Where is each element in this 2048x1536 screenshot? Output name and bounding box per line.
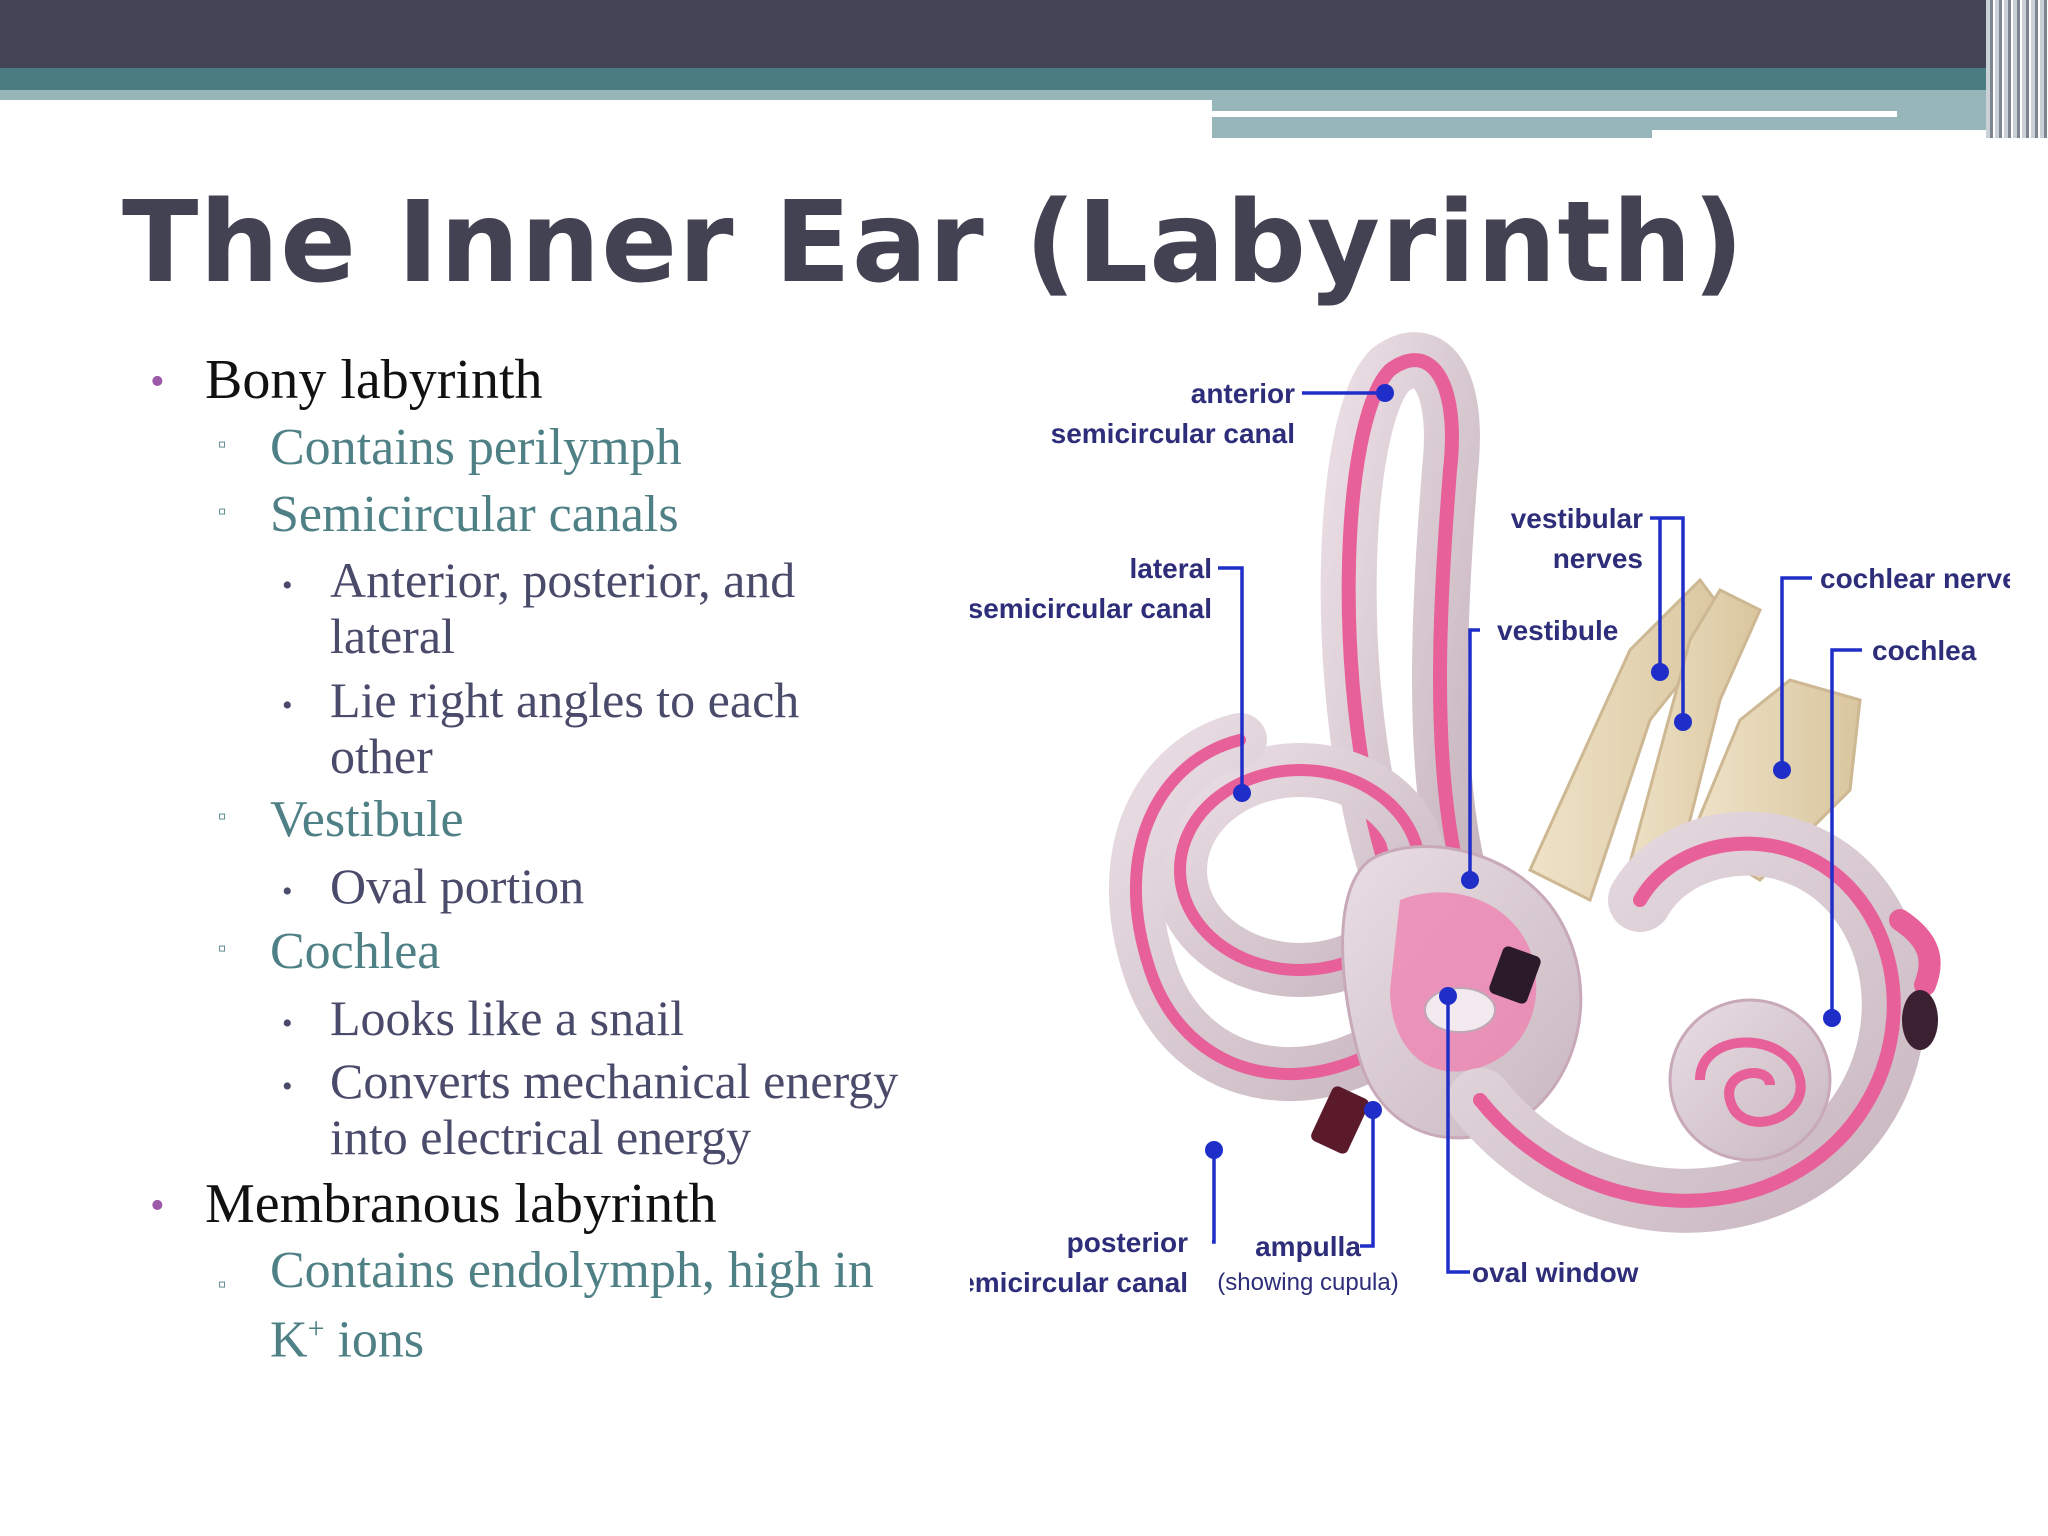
bullet-text: Membranous labyrinth [205, 1173, 717, 1235]
bullet-dot-icon: • [150, 359, 165, 405]
small-bullet-icon: • [282, 1007, 293, 1040]
label-posterior: posterior [1067, 1227, 1188, 1258]
bullet-bony-labyrinth: • Bony labyrinth [150, 348, 543, 412]
bullet-text: Converts mechanical energy [330, 1053, 899, 1109]
bullet-text-continuation: other [330, 728, 433, 784]
vestibule-shape [1311, 845, 1583, 1154]
bullet-text: Contains endolymph, high in [270, 1242, 874, 1299]
sub-sub-bullet-right-angles: • Lie right angles to each other [282, 672, 800, 784]
header-accent-line-2 [1652, 130, 2006, 138]
posterior-canal-shape [1109, 713, 1457, 1101]
square-bullet-icon: ▫ [218, 936, 227, 962]
header-stripes [1986, 0, 2048, 138]
header-bar-teal [0, 68, 2048, 90]
square-bullet-icon: ▫ [218, 804, 227, 830]
label-ampulla: ampulla [1255, 1231, 1361, 1262]
potassium-symbol: K [270, 1311, 308, 1369]
diagram-labels: anterior semicircular canal lateral semi… [970, 378, 2010, 1298]
label-nerves: nerves [1553, 543, 1643, 574]
bullet-text: Anterior, posterior, and [330, 552, 796, 608]
bullet-text: Oval portion [330, 858, 585, 914]
bullet-text-continuation: lateral [330, 608, 455, 664]
bullet-dot-icon: • [150, 1183, 165, 1229]
sub-sub-bullet-anterior: • Anterior, posterior, and lateral [282, 552, 796, 664]
bullet-text: Lie right angles to each [330, 672, 800, 728]
square-bullet-icon: ▫ [218, 1272, 227, 1298]
bullet-text-continuation: K+ ions [270, 1300, 874, 1369]
header-accent-line [1212, 111, 1897, 117]
small-bullet-icon: • [282, 875, 293, 908]
sub-bullet-perilymph: ▫ Contains perilymph [218, 418, 682, 477]
bullet-text: Bony labyrinth [205, 349, 543, 411]
bullet-text: Looks like a snail [330, 990, 685, 1046]
label-oval-window: oval window [1472, 1257, 1639, 1288]
bullet-text: Cochlea [270, 923, 441, 980]
anterior-canal-shape [1320, 332, 1488, 908]
sub-bullet-vestibule: ▫ Vestibule [218, 790, 464, 849]
label-vestibule: vestibule [1497, 615, 1618, 646]
bullet-text-continuation: into electrical energy [330, 1109, 752, 1165]
label-posterior-canal: semicircular canal [970, 1267, 1188, 1298]
bullet-membranous-labyrinth: • Membranous labyrinth [150, 1172, 717, 1236]
sub-sub-bullet-oval-portion: • Oval portion [282, 858, 585, 914]
header-bar-light [0, 90, 1212, 100]
header-bar-dark [0, 0, 2048, 68]
sub-bullet-cochlea: ▫ Cochlea [218, 922, 441, 981]
sub-sub-bullet-converts-energy: • Converts mechanical energy into electr… [282, 1053, 899, 1165]
ion-charge: + [307, 1312, 325, 1345]
small-bullet-icon: • [282, 1070, 293, 1103]
vestibular-nerves-shape [1528, 577, 1762, 903]
label-lateral-canal: semicircular canal [970, 593, 1212, 624]
slide-title: The Inner Ear (Labyrinth) [122, 178, 1745, 308]
square-bullet-icon: ▫ [218, 499, 227, 525]
sub-sub-bullet-snail: • Looks like a snail [282, 990, 685, 1046]
label-anterior: anterior [1191, 378, 1295, 409]
inner-ear-diagram: anterior semicircular canal lateral semi… [970, 332, 2010, 1298]
square-bullet-icon: ▫ [218, 432, 227, 458]
small-bullet-icon: • [282, 569, 293, 602]
label-anterior-canal: semicircular canal [1051, 418, 1295, 449]
label-lateral: lateral [1130, 553, 1213, 584]
label-vestibular: vestibular [1511, 503, 1643, 534]
leader-lines [1205, 384, 1862, 1274]
sub-bullet-semicircular-canals: ▫ Semicircular canals [218, 485, 679, 544]
sub-bullet-endolymph: ▫ Contains endolymph, high in K+ ions [218, 1242, 874, 1369]
label-cochlea: cochlea [1872, 635, 1977, 666]
small-bullet-icon: • [282, 689, 293, 722]
bullet-text: Contains perilymph [270, 419, 682, 476]
cochlea-shape [1448, 811, 1941, 1233]
ions-word: ions [324, 1311, 425, 1369]
bullet-text: Vestibule [270, 791, 464, 848]
bullet-text: Semicircular canals [270, 486, 679, 543]
label-cochlear-nerve: cochlear nerve [1820, 563, 2010, 594]
label-ampulla-note: (showing cupula) [1217, 1269, 1398, 1296]
